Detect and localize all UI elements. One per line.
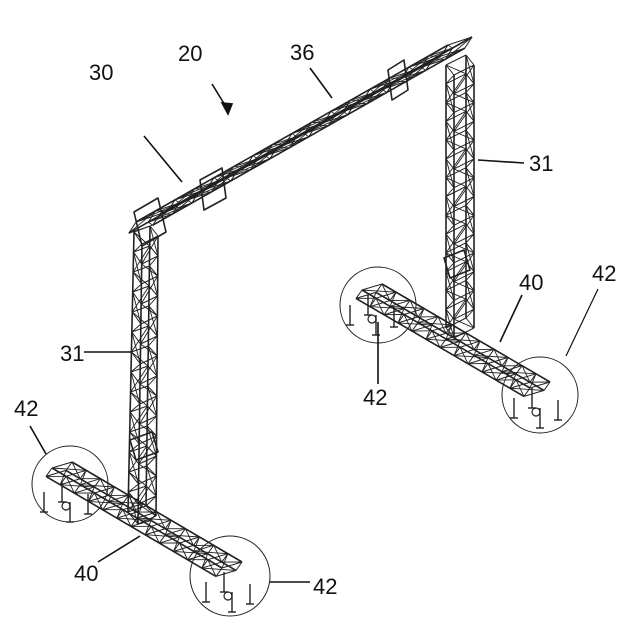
label-42-right-rear: 42 — [592, 263, 616, 285]
label-42-left-front: 42 — [313, 576, 337, 598]
label-42-right-front: 42 — [363, 387, 387, 409]
feet-left-front — [202, 572, 254, 612]
label-42-left-rear: 42 — [14, 398, 38, 420]
column-right — [446, 55, 474, 338]
label-31-left: 31 — [60, 343, 84, 365]
label-20: 20 — [178, 43, 202, 65]
detail-circle-left-front — [190, 536, 270, 616]
top-beam — [129, 37, 472, 233]
feet-right-front — [510, 388, 562, 428]
column-left — [128, 226, 158, 524]
arrow-head-20 — [222, 103, 232, 114]
label-36: 36 — [290, 42, 314, 64]
label-31-right: 31 — [529, 153, 553, 175]
base-left — [46, 462, 242, 576]
label-40-left: 40 — [74, 563, 98, 585]
label-30: 30 — [89, 62, 113, 84]
label-40-right: 40 — [519, 272, 543, 294]
